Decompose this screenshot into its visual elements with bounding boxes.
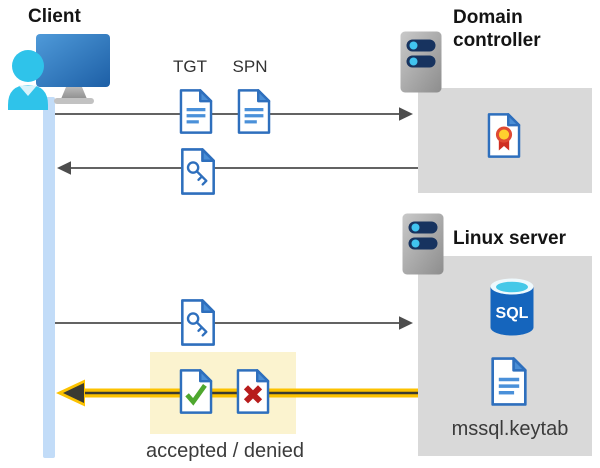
ticket-key-document-icon	[181, 148, 215, 195]
ticket-key-document-icon	[181, 299, 215, 346]
keytab-filename-label: mssql.keytab	[451, 418, 569, 440]
accepted-check-document-icon	[179, 369, 213, 414]
spn-document-icon	[237, 89, 271, 134]
spn-label: SPN	[232, 57, 268, 76]
certificate-icon	[487, 113, 521, 158]
accepted-denied-label: accepted / denied	[146, 440, 304, 462]
denied-x-document-icon	[236, 369, 270, 414]
client-label: Client	[28, 6, 81, 27]
server-icon	[402, 213, 444, 275]
tgt-label: TGT	[173, 57, 207, 76]
linux-server-label: Linux server	[453, 228, 566, 249]
client-computer-icon	[8, 34, 110, 110]
result-highlight	[150, 352, 296, 434]
server-icon	[400, 31, 442, 93]
sql-database-icon: SQL	[490, 278, 534, 336]
tgt-document-icon	[179, 89, 213, 134]
domain-controller-label: Domain controller	[453, 7, 541, 51]
arrow-ticket-to-linux	[55, 316, 413, 330]
person-shape	[8, 50, 48, 110]
client-lifeline	[43, 97, 55, 458]
monitor-shape	[36, 34, 110, 87]
sql-cylinder-label: SQL	[496, 305, 529, 322]
keytab-document-icon	[491, 357, 527, 406]
arrow-ticket-from-dc	[57, 161, 418, 175]
